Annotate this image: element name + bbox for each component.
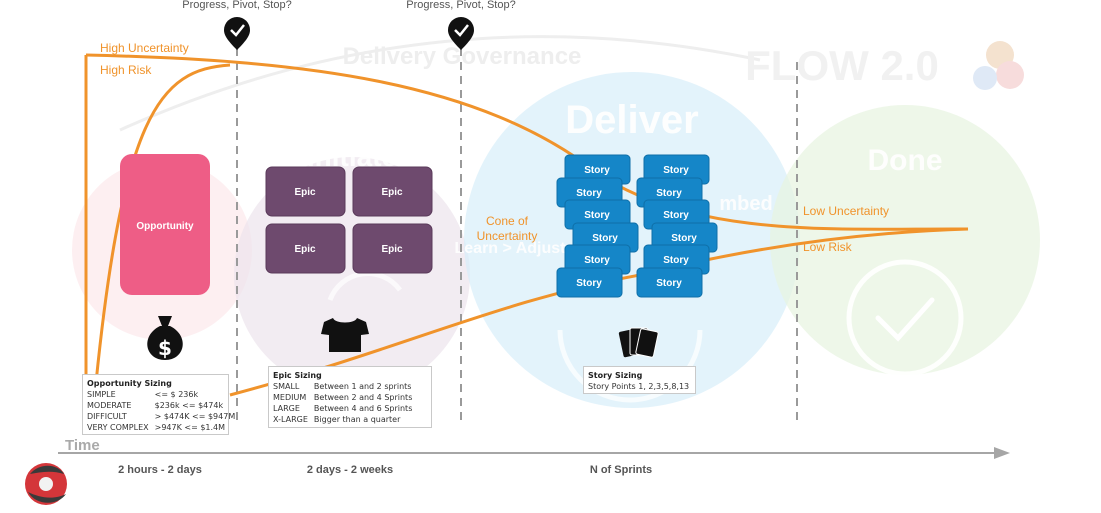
epic-sizing-title: Epic Sizing	[273, 371, 322, 380]
size-name: MEDIUM	[273, 393, 307, 402]
opportunity-sizing-box: Opportunity Sizing SIMPLE <= $ 236k MODER…	[82, 374, 235, 435]
story-card-label: Story	[592, 233, 618, 244]
story-card-label: Story	[576, 188, 602, 199]
story-card: Story	[564, 244, 631, 275]
size-range: > $474K <= $947M	[154, 412, 236, 421]
epic-card: Epic	[352, 166, 433, 217]
svg-text:$: $	[158, 336, 172, 360]
story-sizing-title: Story Sizing	[588, 371, 643, 380]
opportunity-sizing-title: Opportunity Sizing	[87, 379, 172, 388]
size-range: Between 2 and 4 Sprints	[313, 393, 413, 402]
initiate-cycle-arrow	[327, 271, 403, 301]
timeline-segment-2: 2 days - 2 weeks	[307, 464, 393, 476]
card-deck-icon	[618, 327, 659, 358]
cone-left-sweep	[90, 63, 231, 426]
epic-card: Epic	[265, 166, 346, 217]
timeline-segment-3: N of Sprints	[590, 464, 652, 476]
done-check-icon	[875, 297, 935, 342]
epic-sizing-box: Epic Sizing SMALL Between 1 and 2 sprints…	[268, 366, 432, 428]
cone-label-line2: Uncertainty	[477, 229, 538, 243]
epic-card: Epic	[265, 223, 346, 274]
story-card-label: Story	[576, 278, 602, 289]
map-pin-check-icon	[448, 17, 474, 50]
story-card-label: Story	[656, 188, 682, 199]
timeline-label: Time	[65, 437, 100, 454]
epic-card-label: Epic	[381, 244, 403, 255]
deliver-cycle-arrow	[557, 329, 703, 403]
opportunity-card-label: Opportunity	[136, 221, 194, 232]
table-row: X-LARGE Bigger than a quarter	[273, 414, 418, 425]
tshirt-icon	[321, 318, 369, 352]
deliver-label: Deliver	[565, 98, 698, 142]
table-row: DIFFICULT > $474K <= $947M	[87, 411, 241, 422]
story-sizing-box: Story Sizing Story Points 1, 2,3,5,8,13	[583, 366, 696, 394]
flow-logo-icon	[25, 463, 67, 505]
done-phase-circle	[770, 105, 1040, 375]
story-card-label: Story	[584, 165, 610, 176]
brand-watermark-icon-b	[996, 61, 1024, 89]
epic-sizing-table: SMALL Between 1 and 2 sprints MEDIUM Betwe…	[273, 381, 418, 425]
table-row: MEDIUM Between 2 and 4 Sprints	[273, 392, 418, 403]
size-name: MODERATE	[87, 401, 132, 410]
table-row: LARGE Between 4 and 6 Sprints	[273, 403, 418, 414]
size-name: SMALL	[273, 382, 300, 391]
epic-card: Epic	[352, 223, 433, 274]
checkpoint-label-2: Progress, Pivot, Stop?	[406, 0, 515, 11]
high-uncertainty-label: High Uncertainty	[100, 41, 189, 55]
learn-adjust-label: Learn > Adjust	[455, 240, 567, 257]
size-name: LARGE	[273, 404, 300, 413]
epic-card-label: Epic	[381, 187, 403, 198]
done-check-circle	[846, 259, 964, 377]
size-name: DIFFICULT	[87, 412, 127, 421]
cone-label-line1: Cone of	[486, 214, 529, 228]
epic-card-label: Epic	[294, 244, 316, 255]
opportunity-card	[120, 154, 210, 295]
size-name: X-LARGE	[273, 415, 308, 424]
table-row: SMALL Between 1 and 2 sprints	[273, 381, 418, 392]
timeline-segment-1: 2 hours - 2 days	[118, 464, 202, 476]
size-range: >947K <= $1.4M	[154, 423, 226, 432]
brand-watermark: FLOW 2.0	[745, 42, 939, 89]
done-label: Done	[868, 144, 943, 177]
story-card-label: Story	[584, 255, 610, 266]
story-card: Story	[643, 154, 710, 185]
low-uncertainty-label: Low Uncertainty	[803, 204, 889, 218]
checkpoint-label-1: Progress, Pivot, Stop?	[182, 0, 291, 11]
embed-label: mbed	[719, 193, 772, 215]
low-risk-label: Low Risk	[803, 240, 853, 254]
size-name: SIMPLE	[87, 390, 116, 399]
size-range: <= $ 236k	[154, 390, 199, 399]
story-card-label: Story	[663, 165, 689, 176]
size-range: Between 4 and 6 Sprints	[313, 404, 413, 413]
timeline-arrow-head	[994, 447, 1010, 459]
money-bag-icon: $	[147, 316, 183, 360]
story-card-label: Story	[663, 210, 689, 221]
brand-watermark-icon-c	[973, 66, 997, 90]
story-card: Story	[636, 267, 703, 298]
size-name: VERY COMPLEX	[87, 423, 149, 432]
table-row: SIMPLE <= $ 236k	[87, 389, 241, 400]
size-range: Bigger than a quarter	[313, 415, 401, 424]
high-risk-label: High Risk	[100, 63, 152, 77]
story-card-label: Story	[671, 233, 697, 244]
story-card: Story	[556, 267, 623, 298]
size-range: Between 1 and 2 sprints	[313, 382, 412, 391]
epic-card-label: Epic	[294, 187, 316, 198]
story-card-label: Story	[656, 278, 682, 289]
opportunity-sizing-table: SIMPLE <= $ 236k MODERATE $236k <= $474k D…	[87, 389, 241, 433]
story-sizing-points: Story Points 1, 2,3,5,8,13	[588, 382, 690, 391]
size-range: $236k <= $474k	[154, 401, 224, 410]
story-card-label: Story	[584, 210, 610, 221]
table-row: MODERATE $236k <= $474k	[87, 400, 241, 411]
map-pin-check-icon	[224, 17, 250, 50]
table-row: VERY COMPLEX >947K <= $1.4M	[87, 422, 241, 433]
governance-arc	[119, 35, 761, 132]
story-card-label: Story	[663, 255, 689, 266]
